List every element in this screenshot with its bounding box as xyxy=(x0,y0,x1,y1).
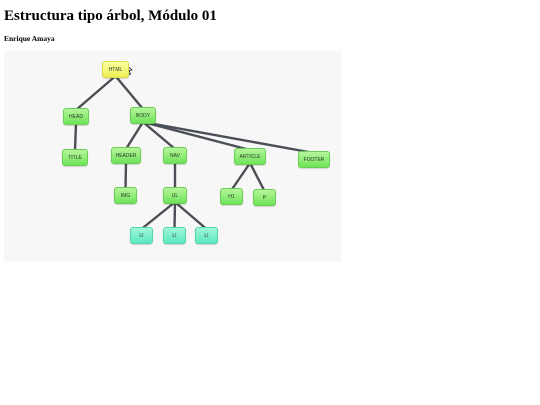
tree-edge-header-img xyxy=(124,160,128,191)
tree-node-li2[interactable]: LI xyxy=(163,227,186,244)
tree-node-title[interactable]: TITLE xyxy=(62,149,88,166)
tree-edge-html-head xyxy=(74,74,117,112)
tree-node-li1[interactable]: LI xyxy=(130,227,153,244)
tree-diagram: HTML HEAD BODY TITLE HEADER NAV ARTICLE FOOTER I… xyxy=(4,51,341,262)
tree-node-p[interactable]: P xyxy=(253,189,276,206)
tree-edge-article-h1 xyxy=(230,161,252,192)
tree-node-article[interactable]: ARTICLE xyxy=(234,148,266,165)
tree-node-footer[interactable]: FOOTER xyxy=(298,151,330,168)
tree-node-html[interactable]: HTML xyxy=(102,61,129,78)
tree-node-header[interactable]: HEADER xyxy=(111,147,141,164)
tree-edge-ul-li2 xyxy=(173,200,177,231)
author-name: Enrique Amaya xyxy=(4,34,55,43)
tree-edge-html-body xyxy=(114,74,145,111)
tree-node-head[interactable]: HEAD xyxy=(63,108,89,125)
tree-edge-body-article xyxy=(141,120,252,152)
tree-edge-body-header xyxy=(124,120,145,151)
tree-edge-body-nav xyxy=(141,120,177,151)
tree-edge-head-title xyxy=(73,121,78,153)
tree-node-body[interactable]: BODY xyxy=(130,107,156,124)
tree-node-ul[interactable]: UL xyxy=(163,187,187,204)
tree-node-img[interactable]: IMG xyxy=(114,187,137,204)
tree-edge-ul-li1 xyxy=(140,200,177,231)
tree-edge-article-p xyxy=(248,161,266,193)
tree-edges xyxy=(73,63,316,231)
tree-edge-body-footer xyxy=(141,120,316,155)
tree-node-h1[interactable]: H1 xyxy=(220,188,243,205)
page-title: Estructura tipo árbol, Módulo 01 xyxy=(4,8,217,24)
tree-node-li3[interactable]: LI xyxy=(195,227,218,244)
tree-edge-ul-li3 xyxy=(173,200,208,231)
tree-node-nav[interactable]: NAV xyxy=(163,147,187,164)
